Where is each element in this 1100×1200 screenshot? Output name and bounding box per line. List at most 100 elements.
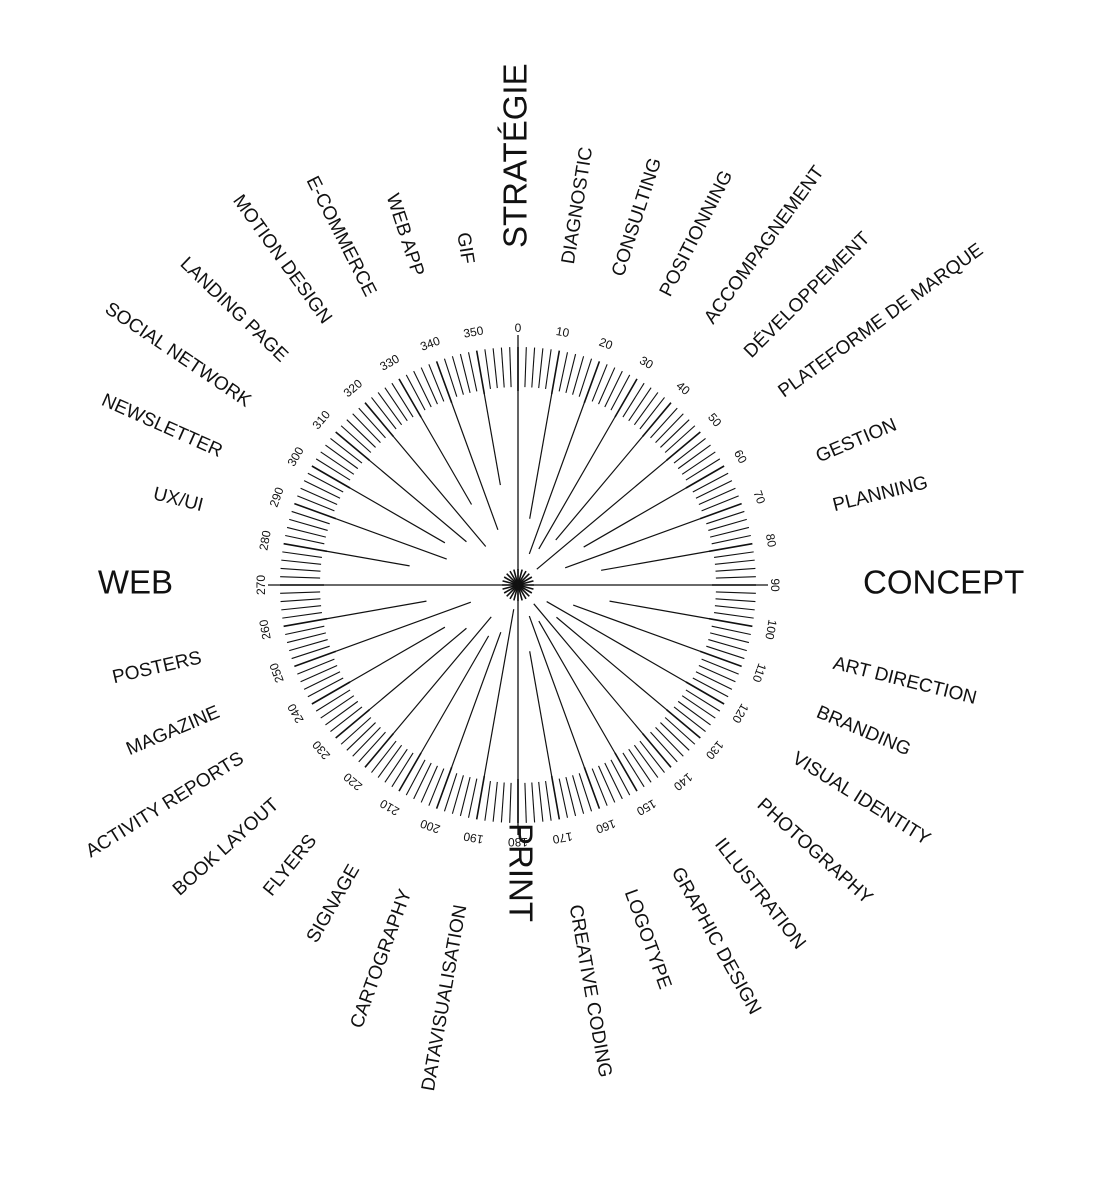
spoke-line: [483, 392, 501, 486]
service-label-consulting: CONSULTING: [608, 155, 666, 279]
center-star-ray: [513, 569, 523, 601]
spoke-line: [555, 435, 644, 541]
ring-major-tick: [666, 431, 701, 461]
degree-label: 40: [673, 379, 692, 399]
ring-tick: [545, 349, 552, 390]
ring-tick: [358, 731, 386, 763]
ring-tick: [713, 551, 754, 558]
ring-major-tick: [398, 378, 422, 418]
ring-tick: [538, 348, 544, 389]
ring-tick: [660, 722, 690, 751]
ring-tick: [281, 559, 322, 565]
ring-tick: [591, 768, 608, 806]
ring-tick: [428, 768, 445, 806]
ring-tick: [280, 576, 321, 579]
ring-tick: [459, 353, 471, 394]
ring-tick: [303, 671, 341, 690]
major-label-print: PRINT: [502, 823, 539, 922]
ring-tick: [384, 748, 408, 783]
spoke-line: [325, 600, 427, 620]
ring-major-tick: [685, 465, 725, 489]
spoke-line: [556, 616, 668, 711]
spoke-line: [538, 620, 617, 755]
spoke-line: [392, 616, 492, 735]
ring-tick: [352, 727, 381, 757]
ring-tick: [340, 717, 372, 745]
ring-tick: [692, 677, 729, 698]
spoke-line: [533, 603, 644, 735]
ring-tick: [655, 413, 684, 443]
degree-label: 240: [284, 701, 306, 726]
ring-major-tick: [398, 752, 422, 792]
ring-tick: [451, 356, 464, 395]
ring-tick: [698, 665, 736, 683]
service-label-datavisualisation: DATAVISUALISATION: [418, 903, 471, 1092]
ring-tick: [377, 392, 403, 426]
ring-tick: [558, 352, 569, 392]
ring-tick: [330, 438, 363, 464]
ring-tick: [695, 480, 733, 499]
ring-tick: [639, 397, 665, 430]
ring-tick: [325, 700, 359, 726]
ring-major-tick: [364, 733, 394, 768]
ring-tick: [358, 407, 386, 439]
ring-tick: [692, 472, 729, 493]
ring-tick: [565, 353, 577, 394]
ring-tick: [660, 419, 690, 448]
ring-major-tick: [475, 350, 486, 395]
ring-major-tick: [283, 617, 328, 628]
service-label-gif: GIF: [452, 231, 478, 266]
ring-tick: [681, 451, 716, 475]
ring-tick: [633, 744, 659, 778]
ring-tick: [492, 781, 498, 822]
spoke-line: [609, 600, 711, 620]
spoke-line: [325, 550, 410, 567]
degree-label: 230: [309, 738, 333, 763]
ring-tick: [443, 358, 458, 397]
degree-label: 150: [634, 796, 659, 818]
ring-tick: [673, 438, 706, 464]
ring-major-tick: [294, 502, 336, 520]
ring-tick: [664, 425, 696, 453]
ring-tick: [572, 356, 585, 395]
degree-label: 20: [597, 335, 615, 353]
ring-major-tick: [708, 617, 753, 628]
ring-tick: [677, 700, 711, 726]
ring-tick: [352, 413, 381, 443]
degree-label: 50: [705, 410, 725, 429]
degree-label: 160: [594, 816, 618, 836]
service-label-posters: POSTERS: [110, 647, 203, 688]
ring-major-tick: [435, 767, 453, 809]
ring-tick: [346, 419, 376, 448]
ring-tick: [698, 487, 736, 505]
degree-label: 130: [703, 738, 727, 763]
service-label-creative-coding: CREATIVE CODING: [565, 903, 616, 1079]
ring-tick: [531, 347, 536, 388]
ring-tick: [413, 762, 432, 800]
ring-tick: [509, 347, 512, 388]
ring-tick: [492, 348, 498, 389]
ring-tick: [711, 625, 751, 636]
degree-label: 210: [377, 796, 402, 818]
degree-label: 220: [340, 770, 365, 794]
ring-tick: [673, 706, 706, 732]
service-label-planning: PLANNING: [831, 472, 930, 516]
degree-label: 350: [462, 323, 484, 340]
ring-tick: [413, 370, 432, 408]
ring-tick: [714, 605, 755, 611]
service-label-branding: BRANDING: [813, 702, 914, 761]
ring-tick: [650, 731, 678, 763]
service-label-flyers: FLYERS: [259, 831, 321, 901]
ring-major-tick: [435, 361, 453, 403]
degree-label: 300: [285, 444, 307, 469]
service-label-logotype: LOGOTYPE: [620, 887, 675, 992]
ring-tick: [303, 480, 341, 499]
ring-tick: [346, 722, 376, 751]
degree-label: 120: [729, 701, 751, 726]
ring-tick: [280, 591, 321, 594]
ring-tick: [572, 775, 585, 814]
degree-label: 200: [418, 816, 442, 836]
spoke-line: [368, 627, 467, 711]
ring-major-tick: [685, 681, 725, 705]
